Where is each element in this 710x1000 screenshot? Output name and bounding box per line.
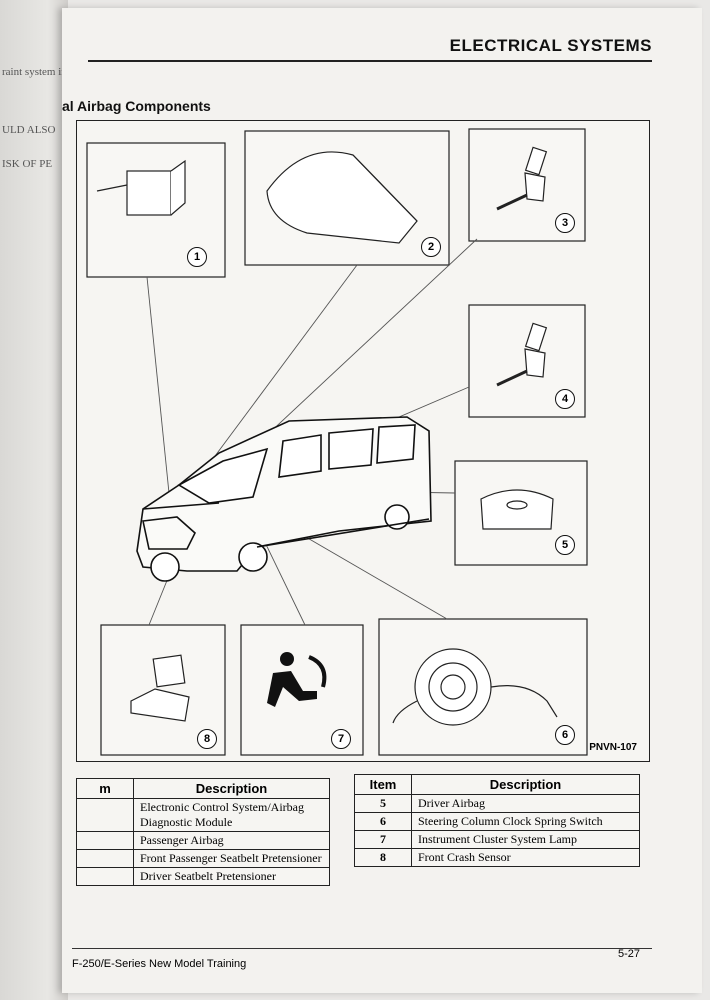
column-header-description: Description <box>133 778 330 799</box>
table-row: Passenger Airbag <box>76 831 330 850</box>
header-rule <box>88 60 652 62</box>
page-number: 5-27 <box>617 948 640 960</box>
passenger-airbag-drawing <box>266 151 418 244</box>
driver-airbag-drawing <box>480 489 554 530</box>
footer-title: F-250/E-Series New Model Training <box>72 958 247 970</box>
airbag-components-figure: 1 2 3 4 5 6 7 8 PNVN-107 <box>76 120 650 762</box>
table-row: 7 Instrument Cluster System Lamp <box>354 830 640 849</box>
table-row: Driver Seatbelt Pretensioner <box>76 867 330 886</box>
item-number: 8 <box>354 848 412 867</box>
page-header-title: ELECTRICAL SYSTEMS <box>449 36 652 55</box>
table-row: 8 Front Crash Sensor <box>354 848 640 867</box>
item-description: Driver Seatbelt Pretensioner <box>133 867 330 886</box>
item-description: Front Crash Sensor <box>411 848 640 867</box>
item-description: Front Passenger Seatbelt Pretensioner <box>133 849 330 868</box>
item-number: 5 <box>354 794 412 813</box>
column-header-description: Description <box>411 774 640 795</box>
manual-page: ELECTRICAL SYSTEMS al Airbag Components <box>62 8 702 993</box>
facing-page-edge: raint system in ULD ALSO ISK OF PE <box>0 0 68 1000</box>
pretensioner-drawing-4 <box>496 322 548 387</box>
item-number <box>76 831 134 850</box>
callout-8: 8 <box>197 729 217 749</box>
item-number <box>76 849 134 868</box>
item-description: Electronic Control System/Airbag Diagnos… <box>133 798 330 832</box>
column-header-item: m <box>76 778 134 799</box>
callout-7: 7 <box>331 729 351 749</box>
pretensioner-drawing-3 <box>496 146 548 211</box>
item-number: 6 <box>354 812 412 831</box>
item-description: Driver Airbag <box>411 794 640 813</box>
callout-5: 5 <box>555 535 575 555</box>
van-illustration <box>136 416 432 582</box>
item-description: Instrument Cluster System Lamp <box>411 830 640 849</box>
item-description: Steering Column Clock Spring Switch <box>411 812 640 831</box>
facing-page-fragment: ULD ALSO <box>2 124 56 136</box>
facing-page-fragment: raint system in <box>2 66 67 78</box>
footer-rule <box>72 948 652 949</box>
item-number <box>76 798 134 832</box>
items-table-right: Item Description 5 Driver Airbag 6 Steer… <box>354 774 640 867</box>
callout-2: 2 <box>421 237 441 257</box>
callout-3: 3 <box>555 213 575 233</box>
table-row: Front Passenger Seatbelt Pretensioner <box>76 849 330 868</box>
crash-sensor-drawing <box>130 654 190 722</box>
table-row: 6 Steering Column Clock Spring Switch <box>354 812 640 831</box>
item-number: 7 <box>354 830 412 849</box>
diagnostic-module-drawing <box>96 159 186 216</box>
callout-4: 4 <box>555 389 575 409</box>
item-number <box>76 867 134 886</box>
column-header-item: Item <box>354 774 412 795</box>
facing-page-fragment: ISK OF PE <box>2 158 53 170</box>
figure-code: PNVN-107 <box>589 742 637 753</box>
item-description: Passenger Airbag <box>133 831 330 850</box>
section-title: al Airbag Components <box>62 98 211 114</box>
callout-1: 1 <box>187 247 207 267</box>
callout-6: 6 <box>555 725 575 745</box>
clock-spring-drawing <box>392 648 558 726</box>
airbag-lamp-symbol <box>267 652 327 707</box>
table-row: 5 Driver Airbag <box>354 794 640 813</box>
table-row: Electronic Control System/Airbag Diagnos… <box>76 798 330 832</box>
items-table-left: m Description Electronic Control System/… <box>76 778 330 886</box>
